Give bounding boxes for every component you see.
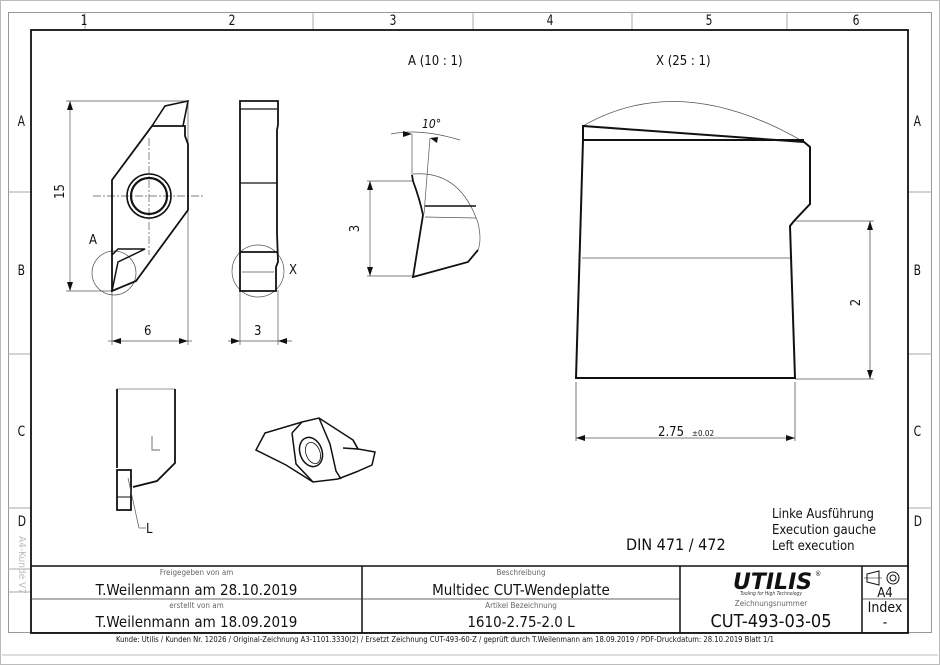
index-value: - (882, 615, 888, 631)
zone-column-4: 4 (546, 13, 554, 29)
created-value: T.Weilenmann am 18.09.2019 (95, 613, 298, 631)
dim-width-2-75: 2.75 (658, 425, 685, 440)
execution-note-fr: Execution gauche (772, 523, 877, 538)
svg-text:UTILIS: UTILIS (733, 570, 812, 595)
utilis-logo: UTILIS (733, 570, 812, 595)
dim-angle-10: 10° (422, 117, 442, 131)
zone-row-a-right: A (913, 114, 921, 130)
zone-row-c-left: C (17, 424, 26, 440)
created-label: erstellt von am (169, 601, 224, 610)
zone-row-b-right: B (913, 263, 921, 279)
zone-column-6: 6 (852, 13, 860, 29)
detail-marker-x: X (289, 263, 298, 278)
paper-format: A4 (877, 586, 893, 601)
dim-height-3: 3 (348, 224, 364, 233)
zone-column-2: 2 (228, 13, 236, 29)
detail-a-label: A (10 : 1) (408, 54, 463, 69)
dim-height-2: 2 (849, 298, 865, 307)
logo-registered-mark: ® (815, 570, 822, 578)
approved-value: T.Weilenmann am 28.10.2019 (95, 581, 298, 599)
drawing-number-label: Zeichnungsnummer (734, 599, 808, 608)
description-label: Beschreibung (496, 568, 546, 577)
zone-row-c-right: C (913, 424, 922, 440)
detail-marker-a: A (89, 233, 97, 248)
zone-row-a-left: A (17, 114, 25, 130)
din-standard-note: DIN 471 / 472 (626, 535, 726, 554)
zone-row-d-right: D (913, 514, 922, 530)
template-version: A4-Kunde V7 (16, 536, 27, 594)
zone-column-3: 3 (389, 13, 397, 29)
index-label: Index (867, 600, 903, 616)
dim-tolerance: ±0.02 (692, 429, 715, 438)
article-value: 1610-2.75-2.0 L (467, 613, 575, 631)
execution-note-de: Linke Ausführung (772, 507, 874, 522)
footer-info: Kunde: Utilis / Kunden Nr. 12026 / Origi… (116, 635, 774, 644)
article-label: Artikel Bezeichnung (485, 601, 557, 610)
zone-column-1: 1 (80, 13, 88, 29)
holder-callout-l: L (146, 522, 153, 537)
description-value: Multidec CUT-Wendeplatte (432, 581, 610, 599)
dim-width-3: 3 (254, 324, 262, 339)
detail-x-label: X (25 : 1) (656, 54, 711, 69)
zone-row-d-left: D (17, 514, 26, 530)
drawing-number-value: CUT-493-03-05 (710, 611, 832, 632)
logo-tagline: Tooling for High Technology (740, 591, 802, 597)
projection-symbol-icon (864, 570, 900, 586)
zone-row-b-left: B (17, 263, 25, 279)
approved-label: Freigegeben von am (159, 568, 234, 577)
dim-height-15: 15 (52, 184, 68, 199)
execution-note-en: Left execution (772, 539, 855, 554)
dim-width-6: 6 (144, 324, 152, 339)
zone-column-5: 5 (705, 13, 713, 29)
